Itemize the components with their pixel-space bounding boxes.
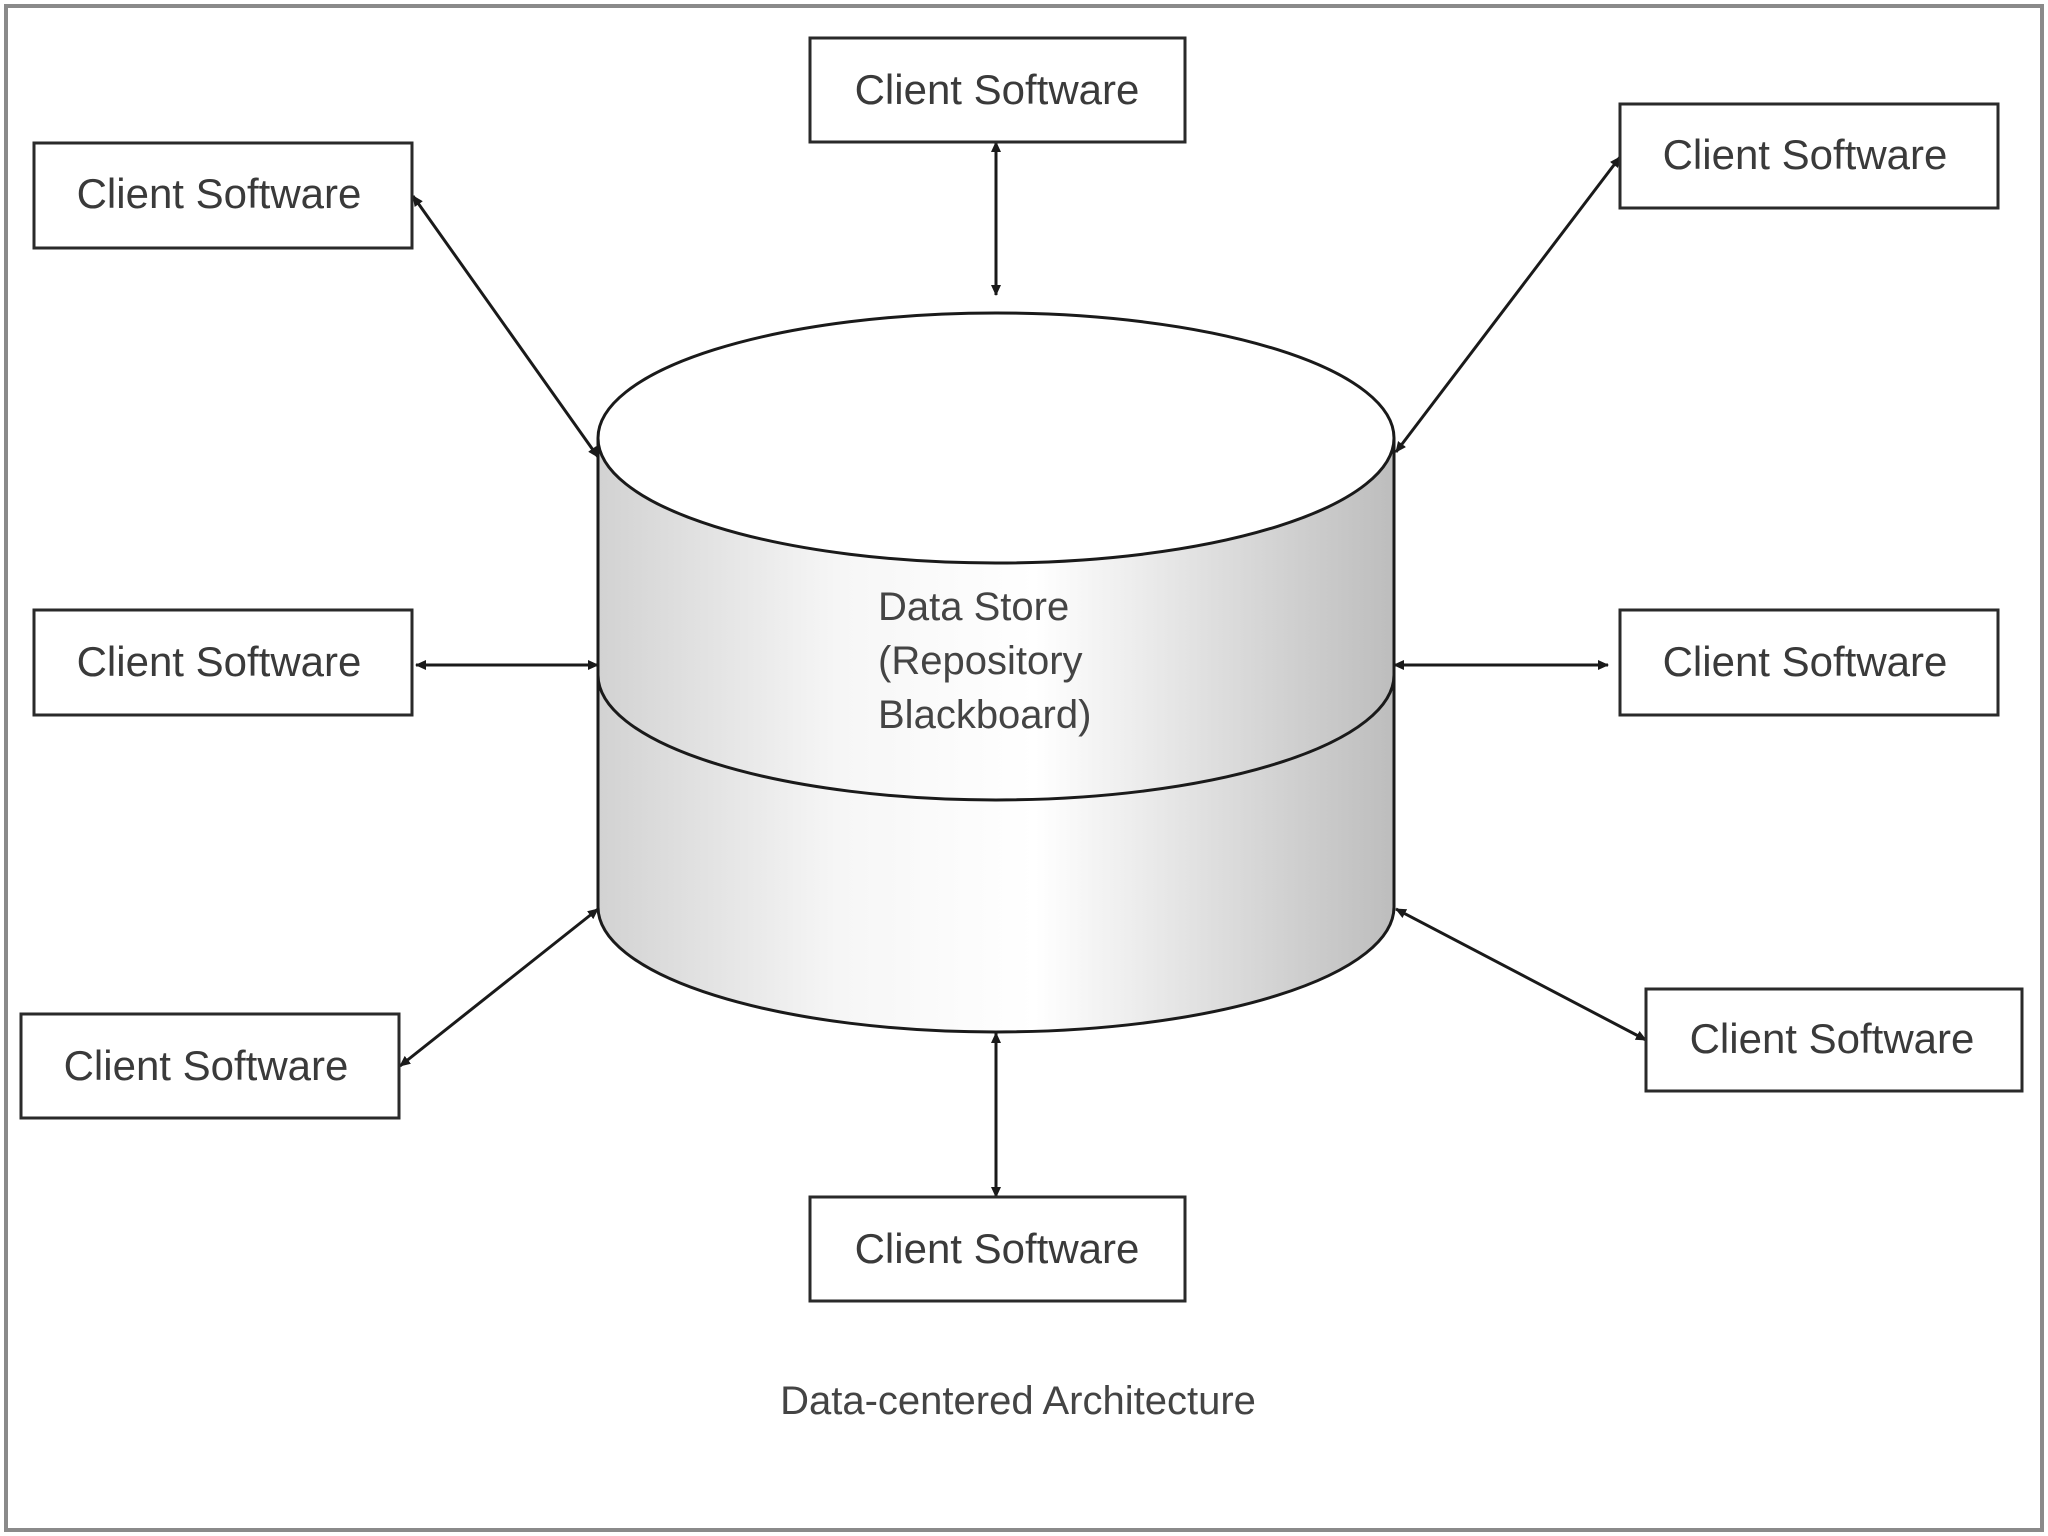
client-box-bottom: Client Software <box>808 1195 1187 1303</box>
client-box-bottom-left: Client Software <box>19 1012 401 1120</box>
connector-top-left <box>411 195 600 458</box>
connector-bottom-right <box>1395 907 1647 1042</box>
client-label-top-left: Client Software <box>77 170 362 217</box>
client-label-bottom-left: Client Software <box>64 1042 349 1089</box>
cylinder-body <box>598 438 1394 1032</box>
client-label-bottom-right: Client Software <box>1690 1015 1975 1062</box>
client-box-middle-right: Client Software <box>1618 608 2000 717</box>
client-box-top: Client Software <box>808 36 1187 144</box>
data-store-label-line2: (Repository <box>878 639 1083 683</box>
client-label-bottom: Client Software <box>855 1225 1140 1272</box>
connector-top-right <box>1394 156 1622 453</box>
client-box-top-right: Client Software <box>1618 102 2000 210</box>
connector-bottom-left <box>399 907 599 1068</box>
data-store-cylinder: Data Store (Repository Blackboard) <box>596 311 1396 1034</box>
cylinder-middle-band <box>596 674 1396 802</box>
client-label-top-right: Client Software <box>1663 131 1948 178</box>
data-store-label-line3: Blackboard) <box>878 693 1091 737</box>
cylinder-top <box>596 311 1396 565</box>
client-label-middle-left: Client Software <box>77 638 362 685</box>
client-box-top-left: Client Software <box>32 141 414 250</box>
client-label-top: Client Software <box>855 66 1140 113</box>
client-box-bottom-right: Client Software <box>1644 987 2024 1093</box>
connectors <box>399 141 1647 1198</box>
client-box-middle-left: Client Software <box>32 608 414 717</box>
data-store-label-line1: Data Store <box>878 585 1069 629</box>
diagram-caption: Data-centered Architecture <box>780 1379 1256 1423</box>
client-label-middle-right: Client Software <box>1663 638 1948 685</box>
